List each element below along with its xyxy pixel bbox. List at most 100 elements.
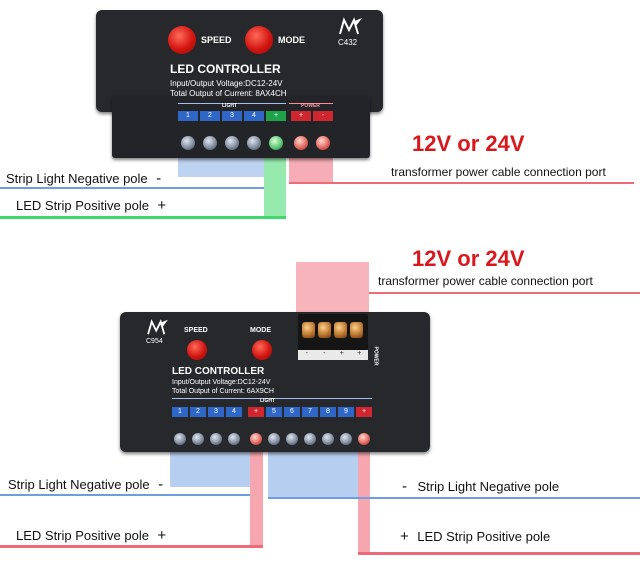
- bottom-power-terminal-label: -: [305, 350, 308, 357]
- bottom-right-positive-line: [358, 552, 640, 555]
- top-screw-terminal[interactable]: [203, 136, 217, 150]
- top-port-label: transformer power cable connection port: [391, 165, 606, 179]
- bottom-screw-terminal[interactable]: [250, 433, 262, 445]
- top-screw-terminal[interactable]: [316, 136, 330, 150]
- bottom-voltage-label: 12V or 24V: [412, 246, 525, 271]
- top-negative-symbol: -: [156, 170, 162, 187]
- top-positive-line: [0, 216, 286, 219]
- bottom-power-group: POWER: [372, 346, 382, 366]
- bottom-power-screw[interactable]: [334, 322, 347, 338]
- top-power-group-label: POWER: [301, 103, 320, 109]
- bottom-screw-terminal[interactable]: [192, 433, 204, 445]
- top-terminal-label: 4: [244, 111, 264, 121]
- top-voltage-label: 12V or 24V: [412, 131, 525, 156]
- bottom-spec-current: Total Output of Current: 6AX9CH: [172, 388, 274, 395]
- bottom-right-negative-label: Strip Light Negative pole: [417, 479, 560, 494]
- top-terminal-label: 1: [178, 111, 198, 121]
- top-title: LED CONTROLLER: [170, 62, 281, 76]
- bottom-left-positive-symbol: +: [157, 527, 167, 544]
- bottom-screw-terminal[interactable]: [304, 433, 316, 445]
- bottom-speed-button[interactable]: [187, 340, 207, 360]
- top-logo-icon: [339, 17, 362, 35]
- bottom-screw-terminal[interactable]: [322, 433, 334, 445]
- bottom-screw-terminal[interactable]: [210, 433, 222, 445]
- bottom-terminal-label: +: [248, 407, 264, 417]
- bottom-terminal-label: +: [356, 407, 372, 417]
- top-terminal-label: -: [313, 111, 333, 121]
- bottom-screw-terminal[interactable]: [358, 433, 370, 445]
- top-screw-terminal[interactable]: [247, 136, 261, 150]
- bottom-light-group: LIGHT: [172, 398, 372, 407]
- bottom-terminal-label: 4: [226, 407, 242, 417]
- bottom-left-negative-line: [0, 494, 250, 496]
- bottom-power-terminal-label: +: [357, 350, 362, 357]
- bottom-screw-terminal[interactable]: [340, 433, 352, 445]
- bottom-spec-voltage: Input/Output Voltage:DC12-24V: [172, 379, 271, 386]
- bottom-controller: [120, 312, 430, 452]
- bottom-screw-terminal[interactable]: [228, 433, 240, 445]
- bottom-power-terminal-strip: - - + +: [298, 350, 368, 360]
- bottom-terminal-label: 7: [302, 407, 318, 417]
- bottom-terminal-label: 3: [208, 407, 224, 417]
- bottom-mode-button[interactable]: [252, 340, 272, 360]
- bottom-title: LED CONTROLLER: [172, 366, 265, 377]
- bottom-left-negative-label: Strip Light Negative pole: [8, 477, 150, 492]
- bottom-port-label: transformer power cable connection port: [378, 274, 593, 288]
- bottom-left-positive-label: LED Strip Positive pole: [16, 528, 149, 543]
- bottom-screw-terminal[interactable]: [286, 433, 298, 445]
- top-positive-symbol: +: [157, 197, 167, 214]
- top-terminal-label: 2: [200, 111, 220, 121]
- top-light-group: LIGHT: [178, 103, 286, 111]
- top-positive-label: LED Strip Positive pole: [16, 198, 149, 213]
- bottom-right-negative-line: [268, 497, 640, 499]
- bottom-right-positive-row: + LED Strip Positive pole: [400, 528, 550, 546]
- top-positive-label-row: LED Strip Positive pole +: [16, 197, 166, 215]
- bottom-left-positive-row: LED Strip Positive pole +: [16, 527, 166, 545]
- top-speed-button[interactable]: [168, 26, 196, 54]
- top-model-label: C432: [338, 38, 358, 47]
- bottom-power-screw[interactable]: [302, 322, 315, 338]
- bottom-terminal-label: 9: [338, 407, 354, 417]
- bottom-left-negative-row: Strip Light Negative pole -: [8, 476, 163, 494]
- top-speed-label: SPEED: [201, 35, 232, 45]
- bottom-screw-terminal[interactable]: [268, 433, 280, 445]
- top-controller: [96, 10, 383, 112]
- top-screw-terminal[interactable]: [269, 136, 283, 150]
- bottom-right-positive-symbol: +: [400, 528, 409, 545]
- top-terminal-label: +: [291, 111, 311, 121]
- top-screw-terminal[interactable]: [294, 136, 308, 150]
- bottom-mode-label: MODE: [250, 327, 271, 334]
- top-power-line: [289, 182, 634, 184]
- bottom-terminal-label: 6: [284, 407, 300, 417]
- bottom-power-screw[interactable]: [318, 322, 331, 338]
- top-mode-button[interactable]: [245, 26, 273, 54]
- top-negative-label: Strip Light Negative pole: [6, 171, 148, 186]
- bottom-right-negative-row: - Strip Light Negative pole: [402, 478, 559, 496]
- bottom-power-line: [369, 292, 640, 294]
- bottom-left-positive-line: [0, 545, 263, 548]
- bottom-left-negative-symbol: -: [158, 476, 164, 493]
- bottom-logo-icon: [147, 319, 168, 335]
- bottom-right-positive-label: LED Strip Positive pole: [417, 529, 551, 544]
- bottom-power-terminal-label: -: [323, 350, 326, 357]
- bottom-power-terminal-label: +: [339, 350, 344, 357]
- bottom-power-screw[interactable]: [350, 322, 363, 338]
- top-screw-terminal[interactable]: [225, 136, 239, 150]
- bottom-terminal-label: 1: [172, 407, 188, 417]
- bottom-power-group-label: POWER: [372, 346, 379, 366]
- top-spec-voltage: Input/Output Voltage:DC12-24V: [170, 79, 283, 88]
- bottom-terminal-label: 5: [266, 407, 282, 417]
- top-screw-terminal[interactable]: [181, 136, 195, 150]
- top-mode-label: MODE: [278, 35, 305, 45]
- bottom-model-label: C954: [146, 338, 163, 345]
- bottom-screw-terminal[interactable]: [174, 433, 186, 445]
- top-negative-label-row: Strip Light Negative pole -: [6, 170, 161, 188]
- top-terminal-label: 3: [222, 111, 242, 121]
- bottom-terminal-label: 2: [190, 407, 206, 417]
- top-spec-current: Total Output of Current: 8AX4CH: [170, 89, 287, 98]
- bottom-right-positive-riser: [358, 420, 370, 553]
- top-power-group: POWER: [289, 103, 333, 111]
- top-terminal-label: +: [266, 111, 286, 121]
- top-light-group-label: LIGHT: [222, 103, 237, 109]
- bottom-right-negative-symbol: -: [402, 478, 407, 495]
